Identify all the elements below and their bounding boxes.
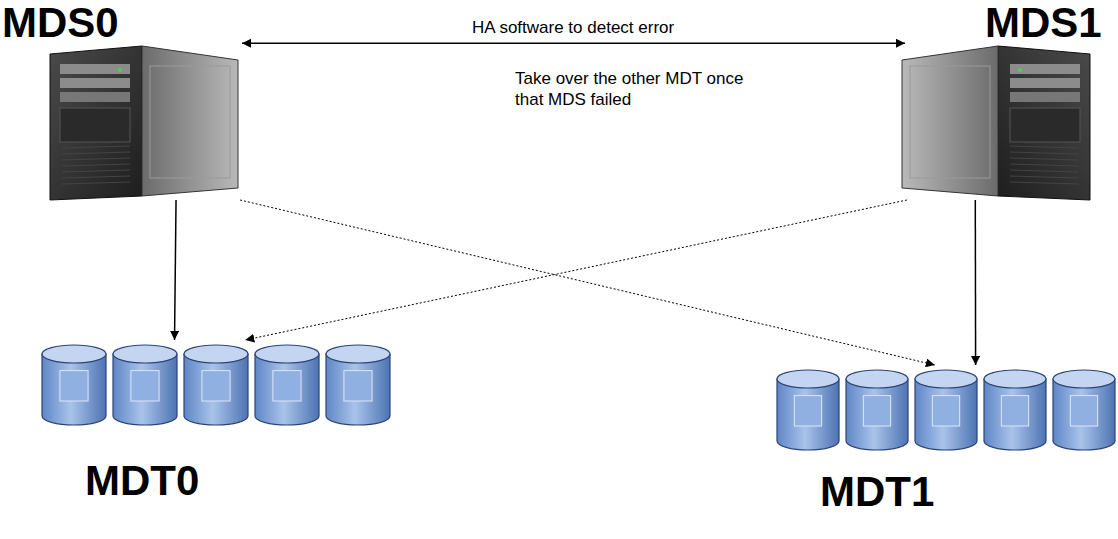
node-title: MDS0 xyxy=(2,0,119,46)
node-box: MDS0 xyxy=(48,35,242,200)
node-box: MDT1 xyxy=(775,365,1115,455)
disk-array xyxy=(42,345,1115,450)
node-title: MDT1 xyxy=(820,469,934,515)
disk-cylinder xyxy=(1053,370,1115,450)
server-icon xyxy=(902,46,1090,200)
disk-cylinder xyxy=(915,370,977,450)
server-icon xyxy=(50,46,238,200)
disk-cylinder xyxy=(184,345,248,425)
disk-cylinder xyxy=(984,370,1046,450)
connector xyxy=(242,43,905,45)
edge-label: HA software to detect error xyxy=(469,17,677,38)
disk-cylinder xyxy=(255,345,319,425)
note-text: Take over the other MDT once that MDS fa… xyxy=(515,68,755,110)
disk-cylinder xyxy=(326,345,390,425)
disk-cylinder xyxy=(42,345,106,425)
connector xyxy=(975,200,977,365)
node-box: MDS1 xyxy=(905,35,1095,200)
disk-cylinder xyxy=(113,345,177,425)
connector xyxy=(175,200,177,340)
failover-connector xyxy=(240,200,935,365)
node-box: MDT0 xyxy=(40,340,394,430)
node-title: MDT0 xyxy=(85,458,199,504)
disk-cylinder xyxy=(846,370,908,450)
disk-cylinder xyxy=(777,370,839,450)
node-title: MDS1 xyxy=(985,0,1102,46)
failover-connector xyxy=(245,200,907,340)
